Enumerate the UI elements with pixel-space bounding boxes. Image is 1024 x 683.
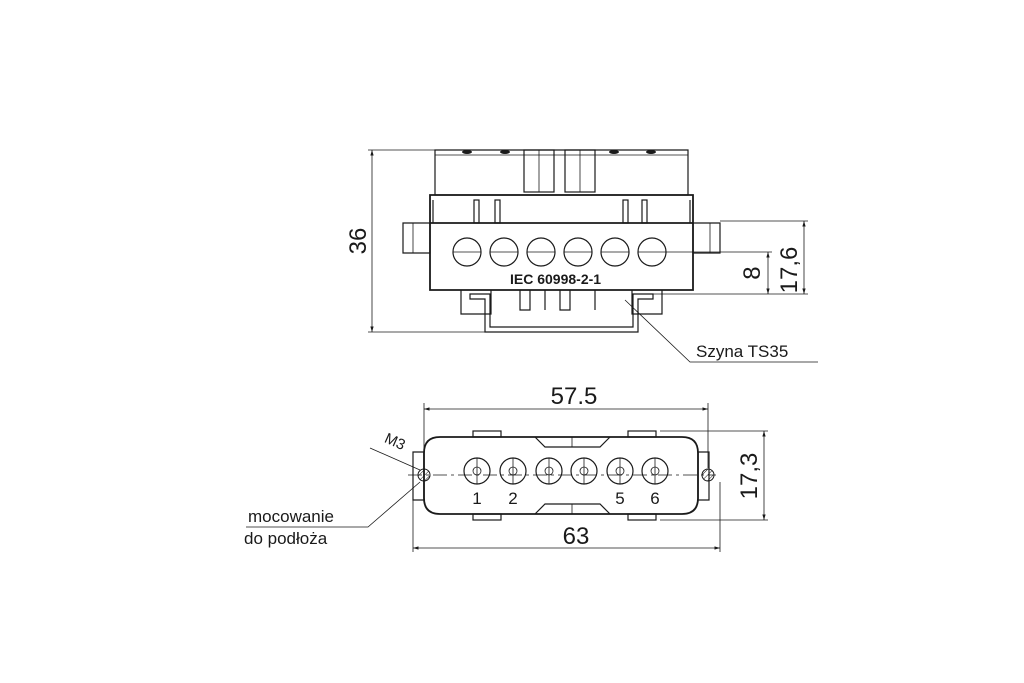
mounting-label-line2: do podłoża xyxy=(244,529,328,548)
terminal-screw-icon xyxy=(489,237,519,267)
thread-label: M3 xyxy=(382,430,408,454)
terminal-screw-icon xyxy=(600,237,630,267)
terminal-screw-icon xyxy=(606,457,634,485)
mounting-label-line1: mocowanie xyxy=(248,507,334,526)
dim-width-overall: 63 xyxy=(563,523,590,550)
terminal-screw-icon xyxy=(452,237,482,267)
front-view: IEC 60998-2-1 36 17,6 8 Szyna TS35 xyxy=(345,149,818,363)
dim-height-rail-total: 17,6 xyxy=(776,247,803,294)
terminal-screw-icon xyxy=(641,457,669,485)
rail-label: Szyna TS35 xyxy=(696,342,788,361)
terminal-screw-icon xyxy=(499,457,527,485)
standard-label: IEC 60998-2-1 xyxy=(510,271,601,287)
terminal-number: 6 xyxy=(650,489,659,508)
front-terminals xyxy=(452,237,667,267)
din-rail xyxy=(469,293,654,333)
terminal-screw-icon xyxy=(563,237,593,267)
terminal-number: 1 xyxy=(472,489,481,508)
terminal-screw-icon xyxy=(637,237,667,267)
top-tabs xyxy=(462,149,656,193)
top-view: 1 2 5 6 57.5 63 17,3 M3 mocowanie do pod… xyxy=(244,383,768,552)
dim-height-terminal: 8 xyxy=(739,266,766,279)
terminal-screw-icon xyxy=(535,457,563,485)
terminal-number: 2 xyxy=(508,489,517,508)
dim-height-overall: 36 xyxy=(345,228,372,255)
terminal-screw-icon xyxy=(570,457,598,485)
dim-depth: 17,3 xyxy=(736,453,763,500)
terminal-number: 5 xyxy=(615,489,624,508)
terminal-screw-icon xyxy=(463,457,491,485)
dim-width-mounting: 57.5 xyxy=(551,383,598,410)
top-terminals xyxy=(463,457,669,485)
terminal-screw-icon xyxy=(526,237,556,267)
